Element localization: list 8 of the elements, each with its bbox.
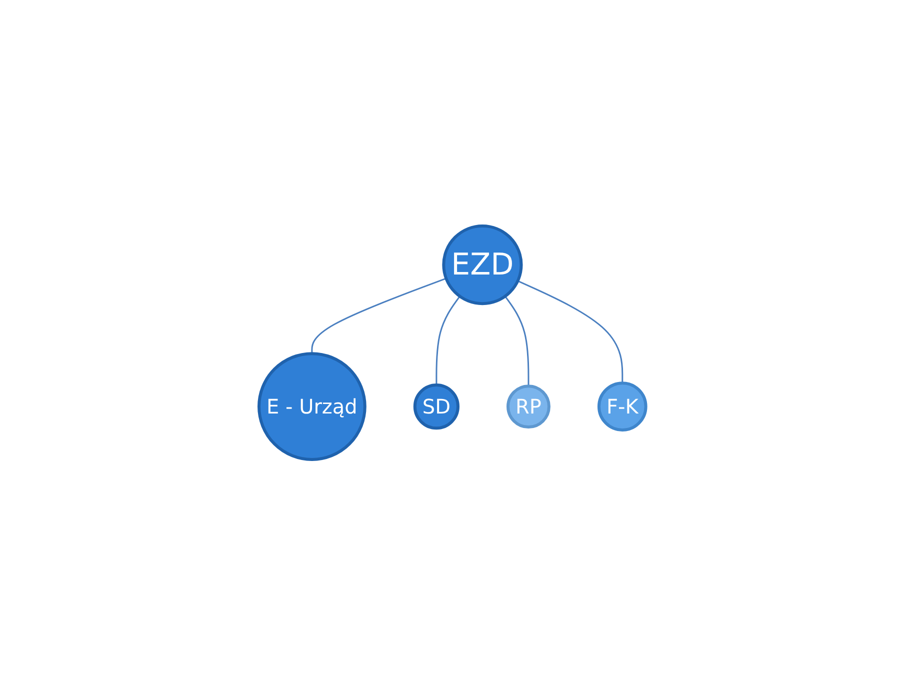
- node-circle: RP: [506, 384, 550, 429]
- node-circle: SD: [412, 384, 460, 430]
- node-circle: E - Urząd: [257, 352, 366, 462]
- connector: [504, 296, 529, 386]
- connector: [517, 280, 623, 384]
- node-circle: EZD: [442, 224, 522, 306]
- connector: [435, 296, 460, 386]
- connector: [310, 278, 446, 354]
